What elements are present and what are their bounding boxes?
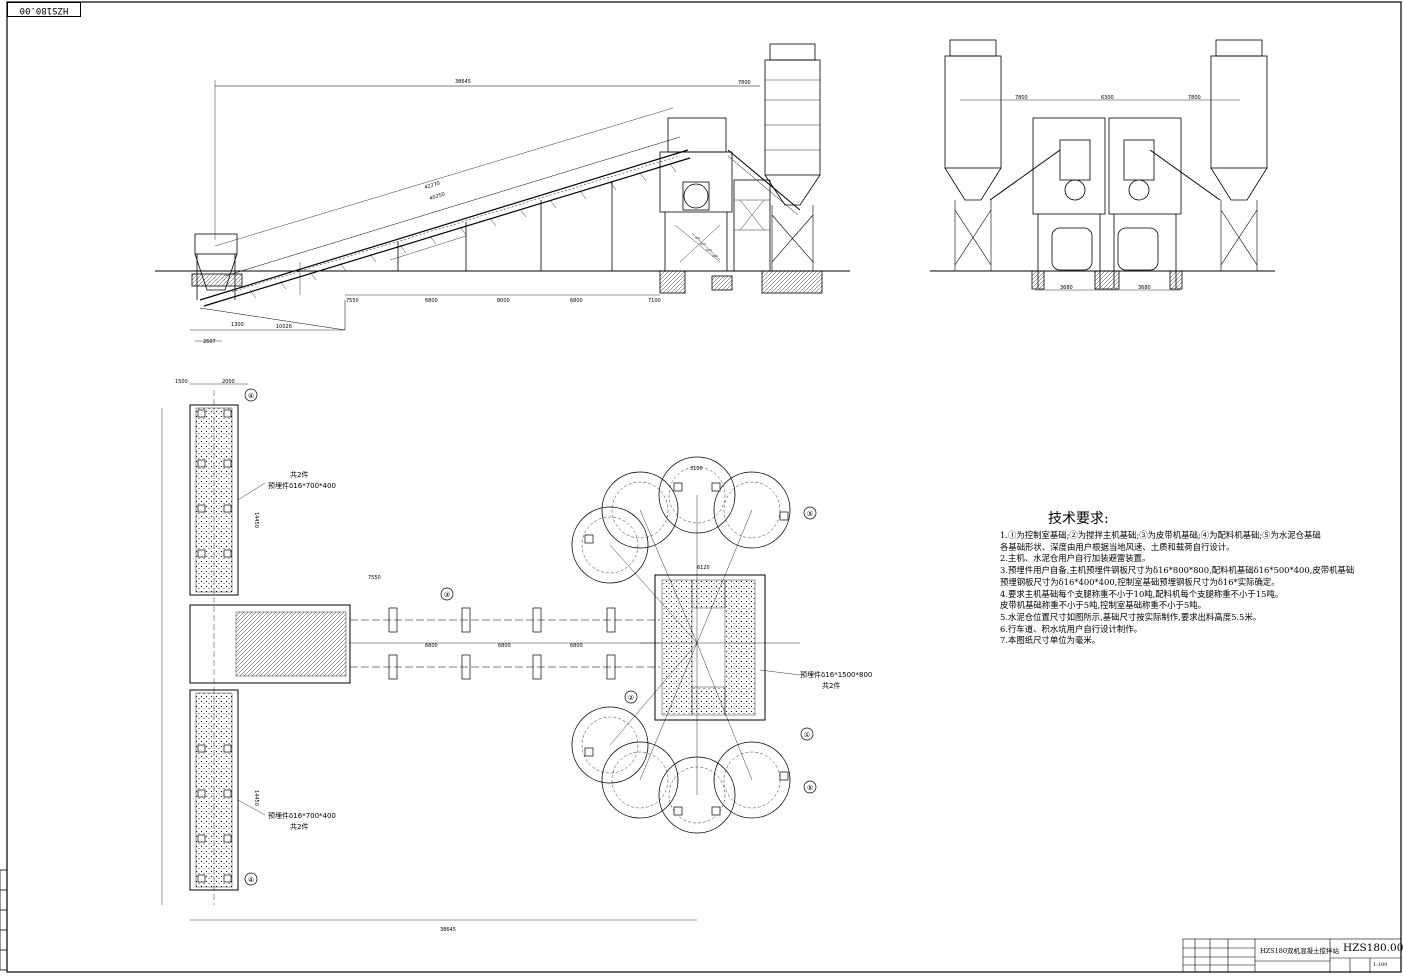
dim-6800: 6800 — [425, 298, 438, 304]
marker-2: ② — [628, 694, 634, 702]
annotation-count-center: 共2件 — [822, 681, 840, 690]
sheet-border — [6, 1, 1402, 973]
annotation-count-top: 共2件 — [290, 470, 308, 479]
dim-14450-top: 14450 — [253, 512, 259, 528]
front-elevation — [930, 39, 1275, 291]
dim-7550-plan: 7550 — [368, 575, 381, 581]
dim-overall-plan: 38645 — [440, 927, 456, 933]
plan-view — [161, 383, 817, 921]
annotation-embed-center: 预埋件δ16*1500*800 — [800, 670, 872, 679]
requirement-item: 预埋钢板尺寸为δ16*400*400,控制室基础预埋钢板尺寸为δ16*实际确定。 — [1000, 576, 1280, 587]
dim-2607: 2607 — [203, 339, 216, 345]
dim-belt: 42270 — [424, 181, 441, 191]
drawing-code-stamp: HZS180.00 — [7, 2, 81, 17]
side-elevation — [155, 43, 850, 342]
title-block-scale: 1:100 — [1373, 962, 1388, 968]
title-block: HZS180双机混凝土搅拌站 HZS180.00 1:100 — [1183, 939, 1403, 972]
marker-3: ③ — [444, 591, 450, 599]
dim-6800-plan2: 6800 — [498, 643, 511, 649]
requirement-item: 2.主机、水泥仓用户自行加装避雷装置。 — [1000, 553, 1151, 564]
dim-1300: 1300 — [231, 322, 244, 328]
dim-7100: 7100 — [648, 298, 661, 304]
requirements-list: 1.①为控制室基础;②为搅拌主机基础;③为皮带机基础;④为配料机基础;⑤为水泥仓… — [1000, 530, 1360, 647]
marker-5-bottom: ⑤ — [807, 784, 813, 792]
dim-overall-top: 38645 — [455, 79, 471, 85]
requirement-item: 3.预埋件用户自备,主机预埋件钢板尺寸为δ16*800*800,配料机基础δ16… — [1000, 565, 1355, 576]
requirement-item: 6.行车道、积水坑用户自行设计制作。 — [1000, 623, 1142, 634]
dim-3680a: 3680 — [1060, 285, 1073, 291]
dim-7800: 7800 — [738, 80, 751, 86]
requirement-item: 5.水泥仓位置尺寸如图所示,基础尺寸按实际制作,要求出料高度5.5米。 — [1000, 611, 1262, 622]
annotation-count-bottom: 共2件 — [290, 822, 308, 831]
annotation-embed-bottom: 预埋件δ16*700*400 — [268, 811, 336, 820]
dim-3100: 3100 — [690, 466, 703, 472]
dim-6800-plan: 6800 — [425, 643, 438, 649]
dim-8000: 8000 — [497, 298, 510, 304]
dim-10026: 10026 — [276, 324, 292, 330]
title-block-code: HZS180.00 — [1343, 942, 1403, 954]
requirement-item: 各基础形状、深度由用户根据当地风速、土质和载荷自行设计。 — [1000, 541, 1235, 552]
margin-boxes — [0, 869, 8, 971]
requirement-item: 4.要求主机基础每个支腿称重不小于10吨,配料机每个支腿称重不小于15吨。 — [1000, 588, 1284, 599]
dim-6300: 6300 — [1101, 95, 1114, 101]
dim-6120: 6120 — [697, 565, 710, 571]
annotation-embed-top: 预埋件δ16*700*400 — [268, 481, 336, 490]
dim-6800-plan3: 6800 — [570, 643, 583, 649]
title-block-frame — [1182, 938, 1402, 973]
requirement-item: 1.①为控制室基础;②为搅拌主机基础;③为皮带机基础;④为配料机基础;⑤为水泥仓… — [1000, 530, 1321, 540]
dim-7550: 7550 — [346, 298, 359, 304]
dim-belt2: 40250 — [429, 192, 446, 202]
dim-2000: 2000 — [222, 379, 235, 385]
title-block-name: HZS180双机混凝土搅拌站 — [1260, 947, 1340, 955]
dim-1500: 1500 — [175, 379, 188, 385]
dim-14450-bot: 14450 — [253, 790, 259, 806]
marker-4-bottom: ④ — [248, 876, 254, 884]
dim-6800b: 6800 — [570, 298, 583, 304]
dim-7800-front: 7800 — [1015, 95, 1028, 101]
marker-4-top: ④ — [248, 392, 254, 400]
marker-5-top: ⑤ — [807, 510, 813, 518]
requirements-title: 技术要求: — [1048, 511, 1109, 527]
dim-3680b: 3680 — [1138, 285, 1151, 291]
dim-7800-front2: 7800 — [1188, 95, 1201, 101]
requirement-item: 皮带机基础称重不小于5吨,控制室基础称重不小于5吨。 — [1000, 600, 1206, 611]
marker-1: ① — [804, 731, 810, 739]
requirement-item: 7.本图纸尺寸单位为毫米。 — [1000, 635, 1101, 646]
